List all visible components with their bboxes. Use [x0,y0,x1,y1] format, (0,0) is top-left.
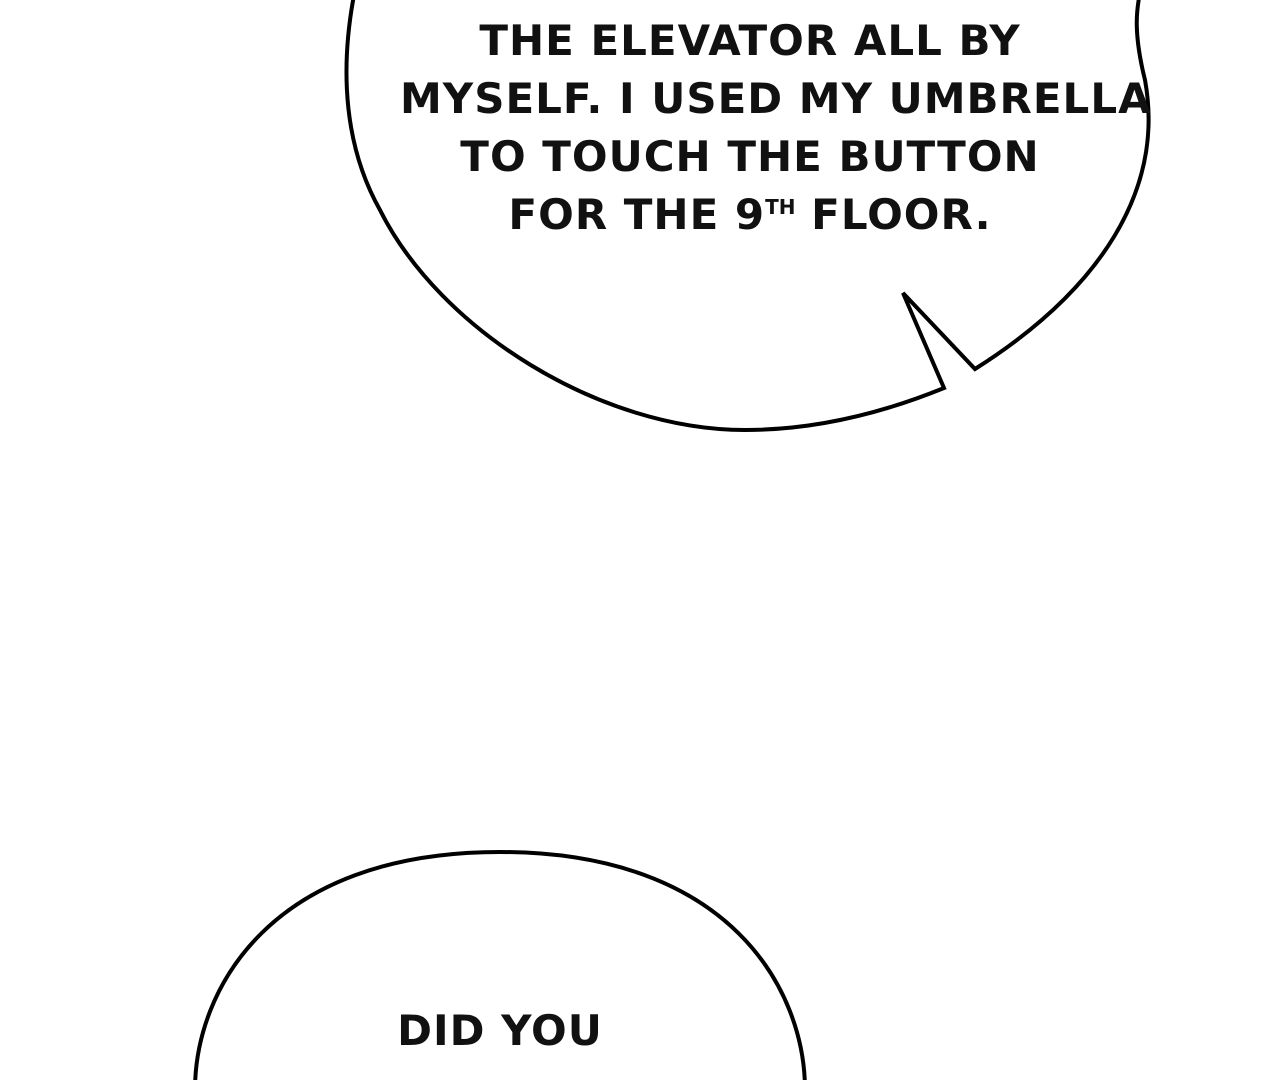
speech-bubble-bottom [193,849,807,1080]
dialogue-text: FLOOR. [795,190,992,239]
dialogue-line: MYSELF. I USED MY UMBRELLA [400,74,1152,123]
speech-bubble-top [344,0,1151,433]
dialogue-line: DID YOU [397,1006,603,1055]
dialogue-line: FOR THE 9TH FLOOR. [400,186,1100,244]
dialogue-line: THE ELEVATOR ALL BY [479,16,1021,65]
dialogue-text: FOR THE 9 [508,190,766,239]
ordinal-suffix: TH [765,195,796,219]
speech-bubble-top-text: THE ELEVATOR ALL BY MYSELF. I USED MY UM… [400,12,1152,244]
speech-bubble-bottom-text: DID YOU [300,1002,700,1060]
dialogue-line: TO TOUCH THE BUTTON [460,132,1040,181]
